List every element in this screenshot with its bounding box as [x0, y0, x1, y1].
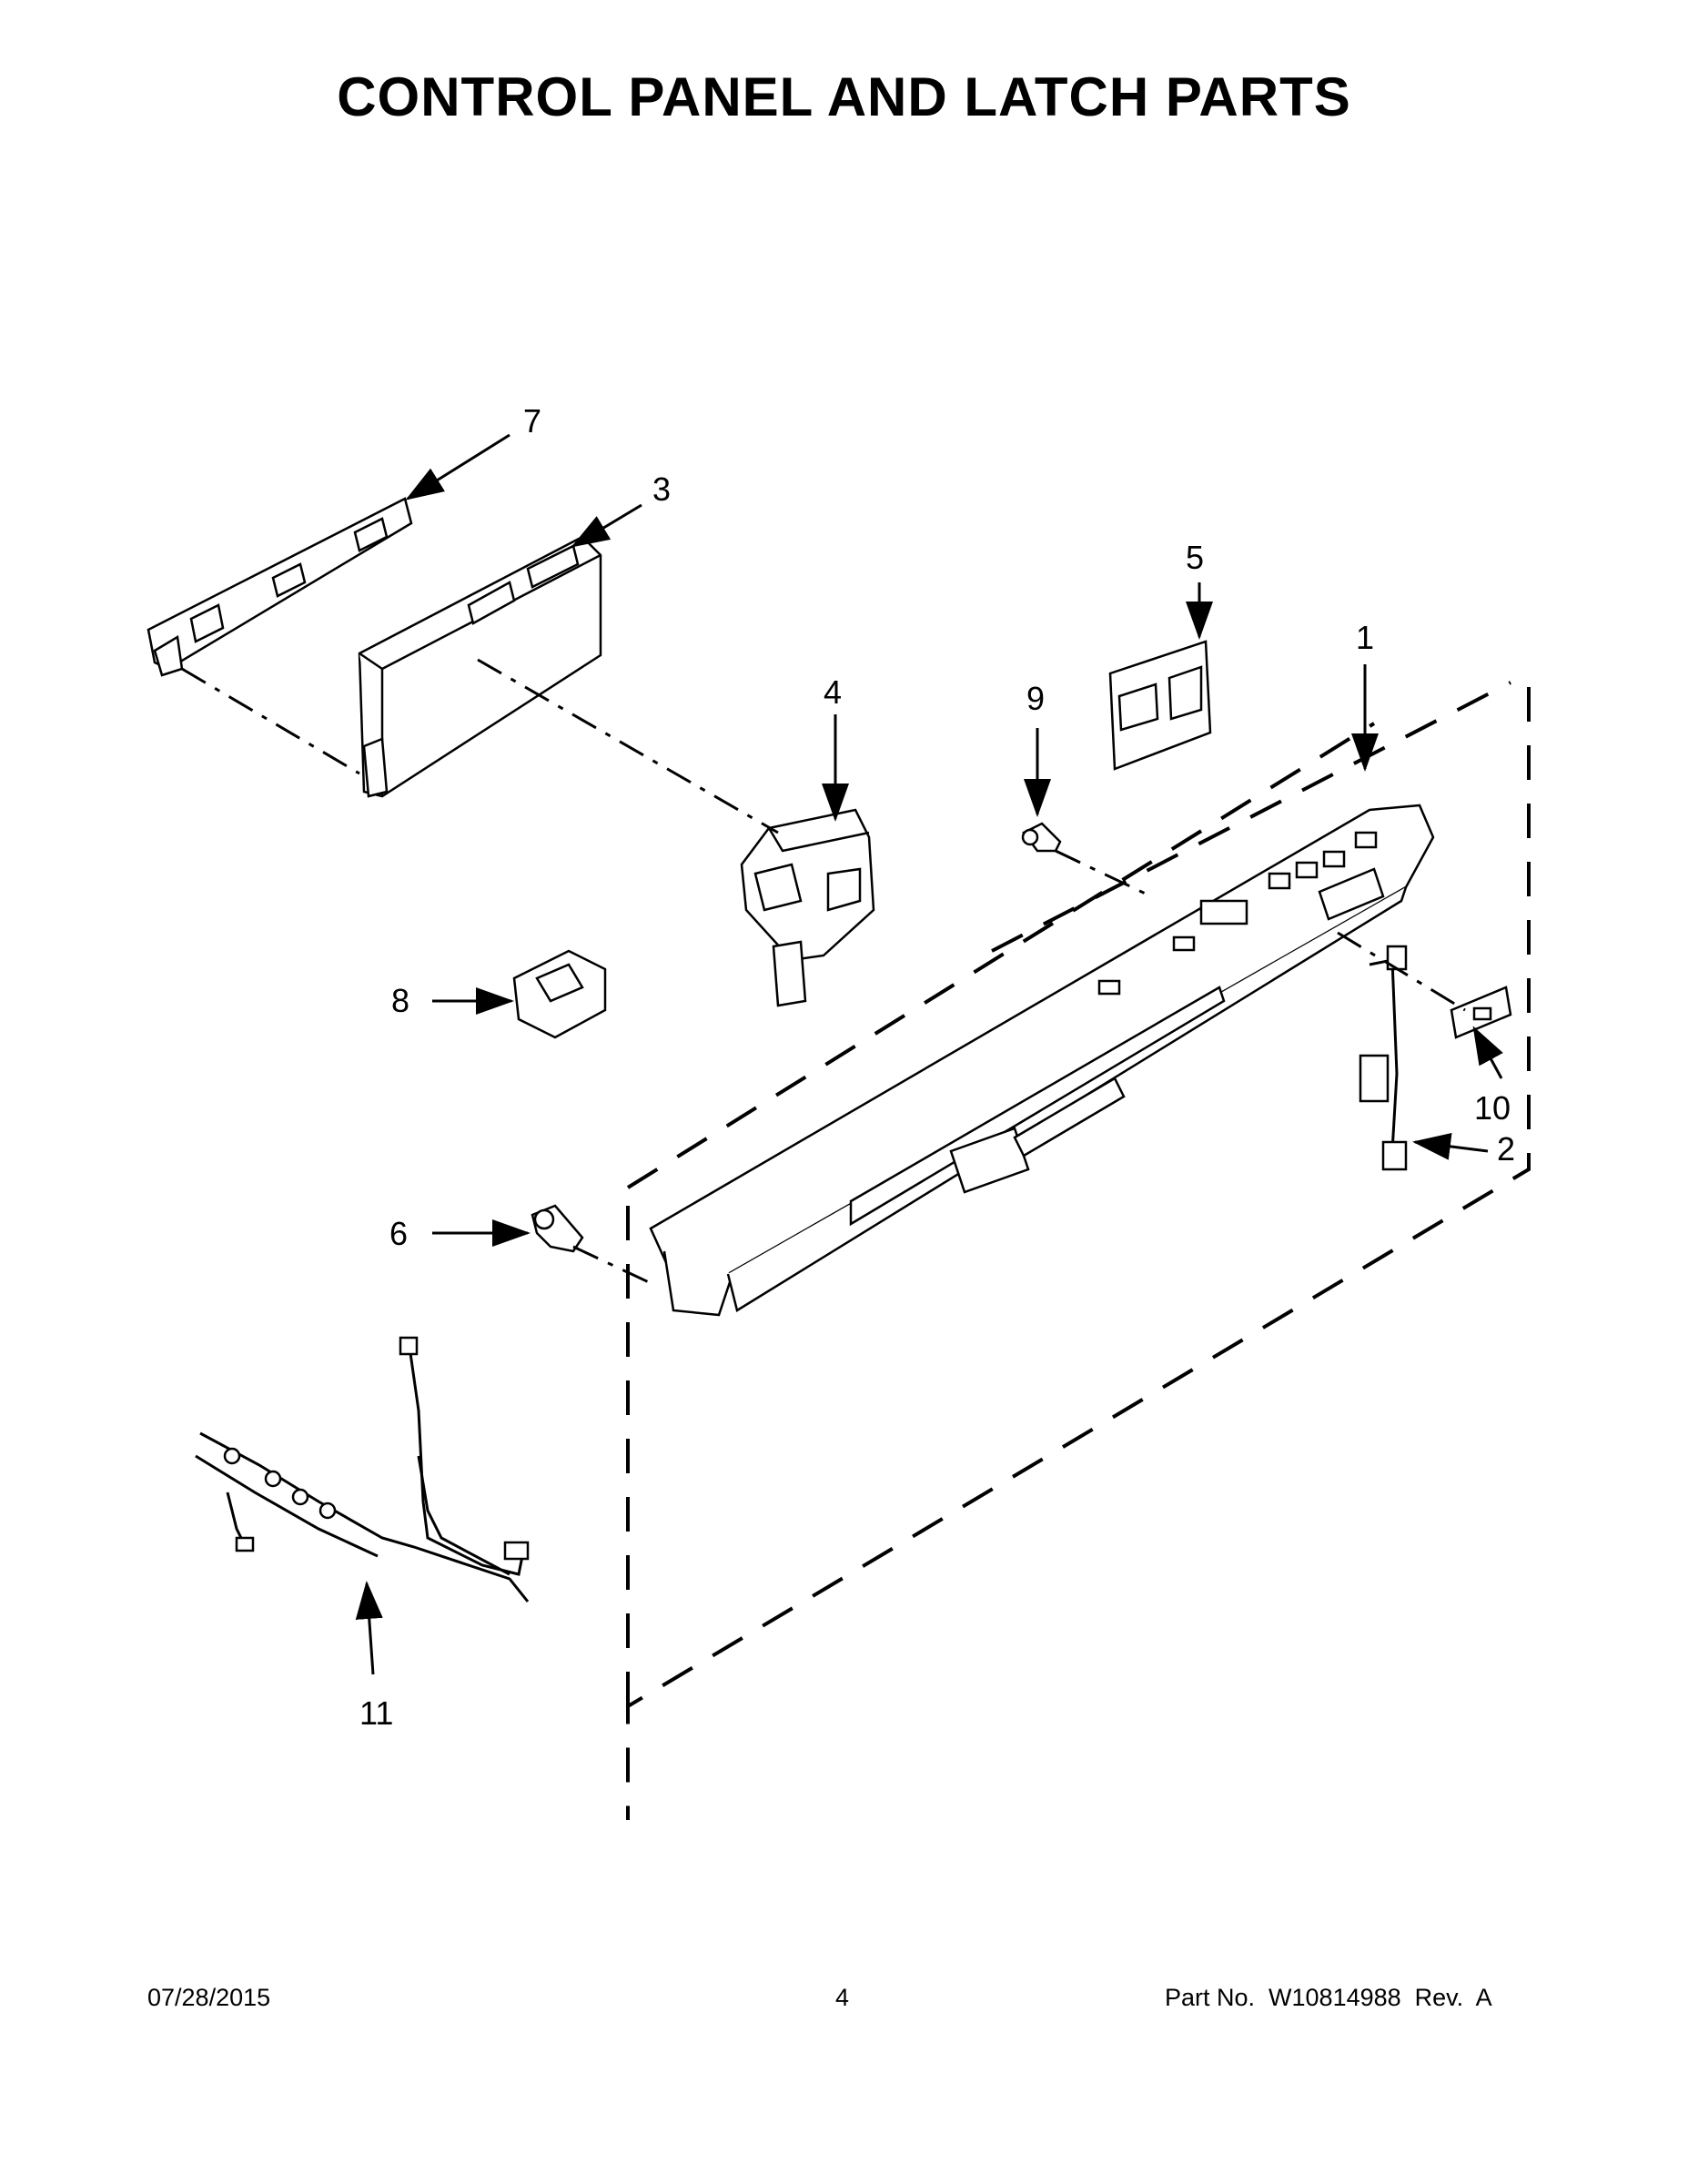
callout-9: 9	[1026, 680, 1045, 717]
part-5-bracket	[1108, 640, 1212, 771]
part-3-control-board	[358, 535, 602, 798]
assembly-boundary	[626, 681, 1531, 1820]
part-4-latch	[740, 808, 875, 1007]
page-title: CONTROL PANEL AND LATCH PARTS	[337, 66, 1351, 127]
footer-page-number: 4	[835, 1984, 850, 2011]
assembly-leaders	[181, 658, 1466, 1285]
callout-3: 3	[652, 470, 671, 508]
footer-part-number: Part No. W10814988 Rev. A	[1165, 1984, 1492, 2011]
part-8-clip	[512, 949, 607, 1039]
part-11-wiring-harness	[195, 1336, 530, 1603]
callout-10: 10	[1474, 1089, 1511, 1127]
callout-6: 6	[389, 1215, 408, 1252]
part-9-screw	[1021, 822, 1062, 853]
callout-11: 11	[359, 1694, 393, 1732]
callout-arrows	[355, 433, 1503, 1675]
part-2-harness	[1359, 945, 1408, 1171]
footer-date: 07/28/2015	[147, 1984, 271, 2011]
callout-4: 4	[824, 673, 842, 711]
part-6-screw	[531, 1204, 584, 1253]
part-7-bracket	[147, 497, 413, 677]
callout-5: 5	[1186, 539, 1204, 576]
callout-1: 1	[1356, 619, 1374, 656]
part-10-board	[1450, 986, 1512, 1039]
callout-7: 7	[523, 402, 541, 440]
callout-2: 2	[1497, 1130, 1515, 1168]
part-1-console	[649, 804, 1435, 1317]
callout-8: 8	[391, 982, 409, 1019]
